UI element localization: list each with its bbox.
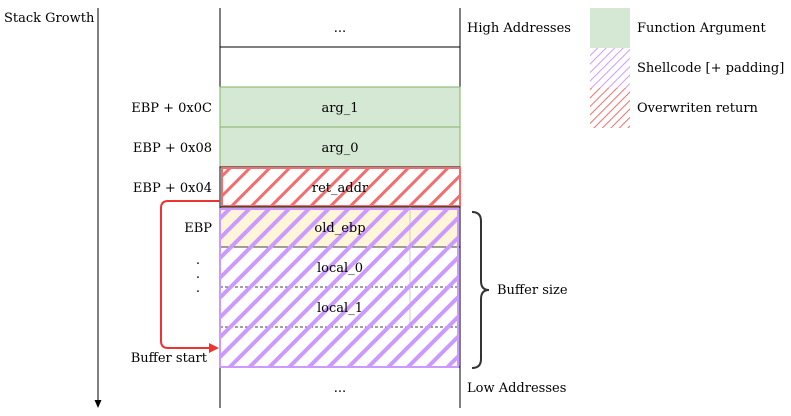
offset-dot: . (196, 253, 200, 268)
ret-addr-label: ret_addr (312, 181, 369, 196)
bottom-ellipsis: ... (334, 381, 346, 396)
legend-label-shellcode: Shellcode [+ padding] (637, 61, 784, 76)
old-ebp-label: old_ebp (314, 221, 365, 236)
legend-label-overwrite: Overwriten return (637, 101, 759, 116)
legend-swatch-argument (590, 8, 630, 48)
offset-ebp: EBP (184, 221, 212, 236)
legend-swatch-shellcode (590, 48, 630, 88)
arg-1-cell (219, 86, 461, 128)
buffer-start-label: Buffer start (131, 351, 208, 366)
offset-dot: . (196, 281, 200, 296)
arg-0-label: arg_0 (321, 141, 358, 156)
offset-dot: . (196, 267, 200, 282)
arg-1-label: arg_1 (321, 101, 358, 116)
top-ellipsis: ... (334, 21, 346, 36)
offset-ebp-08: EBP + 0x08 (133, 141, 212, 156)
stack-growth-arrowhead (94, 400, 102, 408)
buffer-size-brace (471, 211, 490, 369)
high-addresses-label: High Addresses (467, 21, 571, 36)
local-0-label: local_0 (317, 261, 363, 276)
buffer-size-label: Buffer size (497, 283, 568, 298)
legend-swatch-overwrite (590, 88, 630, 128)
buffer-start-arrowhead (209, 343, 219, 353)
low-addresses-label: Low Addresses (467, 381, 566, 396)
legend-label-argument: Function Argument (637, 21, 766, 36)
stack-growth-label: Stack Growth (4, 11, 95, 26)
offset-ebp-04: EBP + 0x04 (133, 181, 212, 196)
local-1-label: local_1 (317, 301, 363, 316)
ret-addr-overwrite-hatch (221, 167, 461, 207)
buffer-start-arrow (160, 200, 220, 349)
shellcode-hatch-region (219, 208, 459, 368)
offset-ebp-0c: EBP + 0x0C (131, 101, 212, 116)
